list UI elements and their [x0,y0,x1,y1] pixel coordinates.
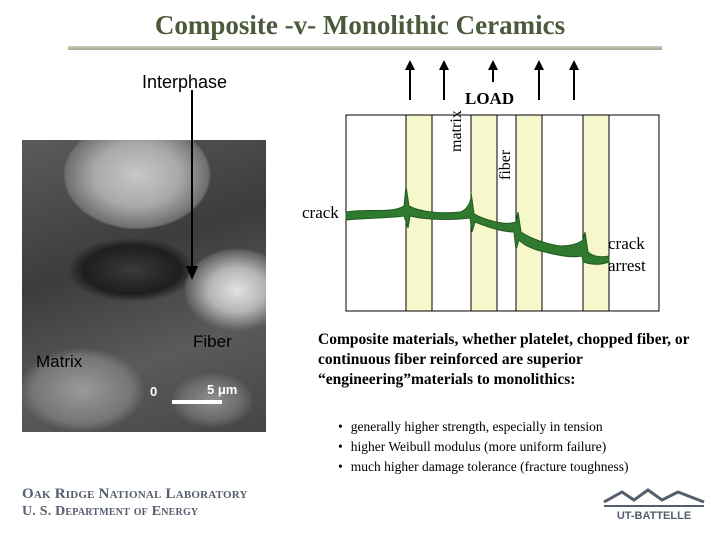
interphase-arrow-icon [186,90,198,280]
benefit-item: much higher damage tolerance (fracture t… [338,457,718,477]
load-label: LOAD [465,89,514,109]
crack-label: crack [302,203,339,223]
doe-wordmark: U. S. Department of Energy [22,504,198,520]
ut-battelle-logo-text: UT-BATTELLE [617,510,691,522]
benefit-list: generally higher strength, especially in… [338,417,718,477]
title-underline [68,46,662,50]
fiber-axis-label: fiber [497,150,515,180]
benefit-item: higher Weibull modulus (more uniform fai… [338,437,718,457]
crack-arrest-text: crack arrest [608,234,646,275]
ornl-wordmark: Oak Ridge National Laboratory [22,486,248,503]
intro-paragraph: Composite materials, whether platelet, c… [318,330,713,390]
scale-bar-unit: 5 μm [207,382,237,397]
fiber-label: Fiber [193,332,232,352]
matrix-label: Matrix [36,352,82,372]
scale-bar [172,400,222,404]
slide-title: Composite -v- Monolithic Ceramics [0,10,720,41]
matrix-axis-label: matrix [448,110,466,152]
benefit-item: generally higher strength, especially in… [338,417,718,437]
crack-arrest-label: crack arrest [608,233,660,277]
scale-bar-zero: 0 [150,384,157,399]
interphase-label: Interphase [142,72,227,93]
ut-battelle-logo: UT-BATTELLE [600,486,708,522]
